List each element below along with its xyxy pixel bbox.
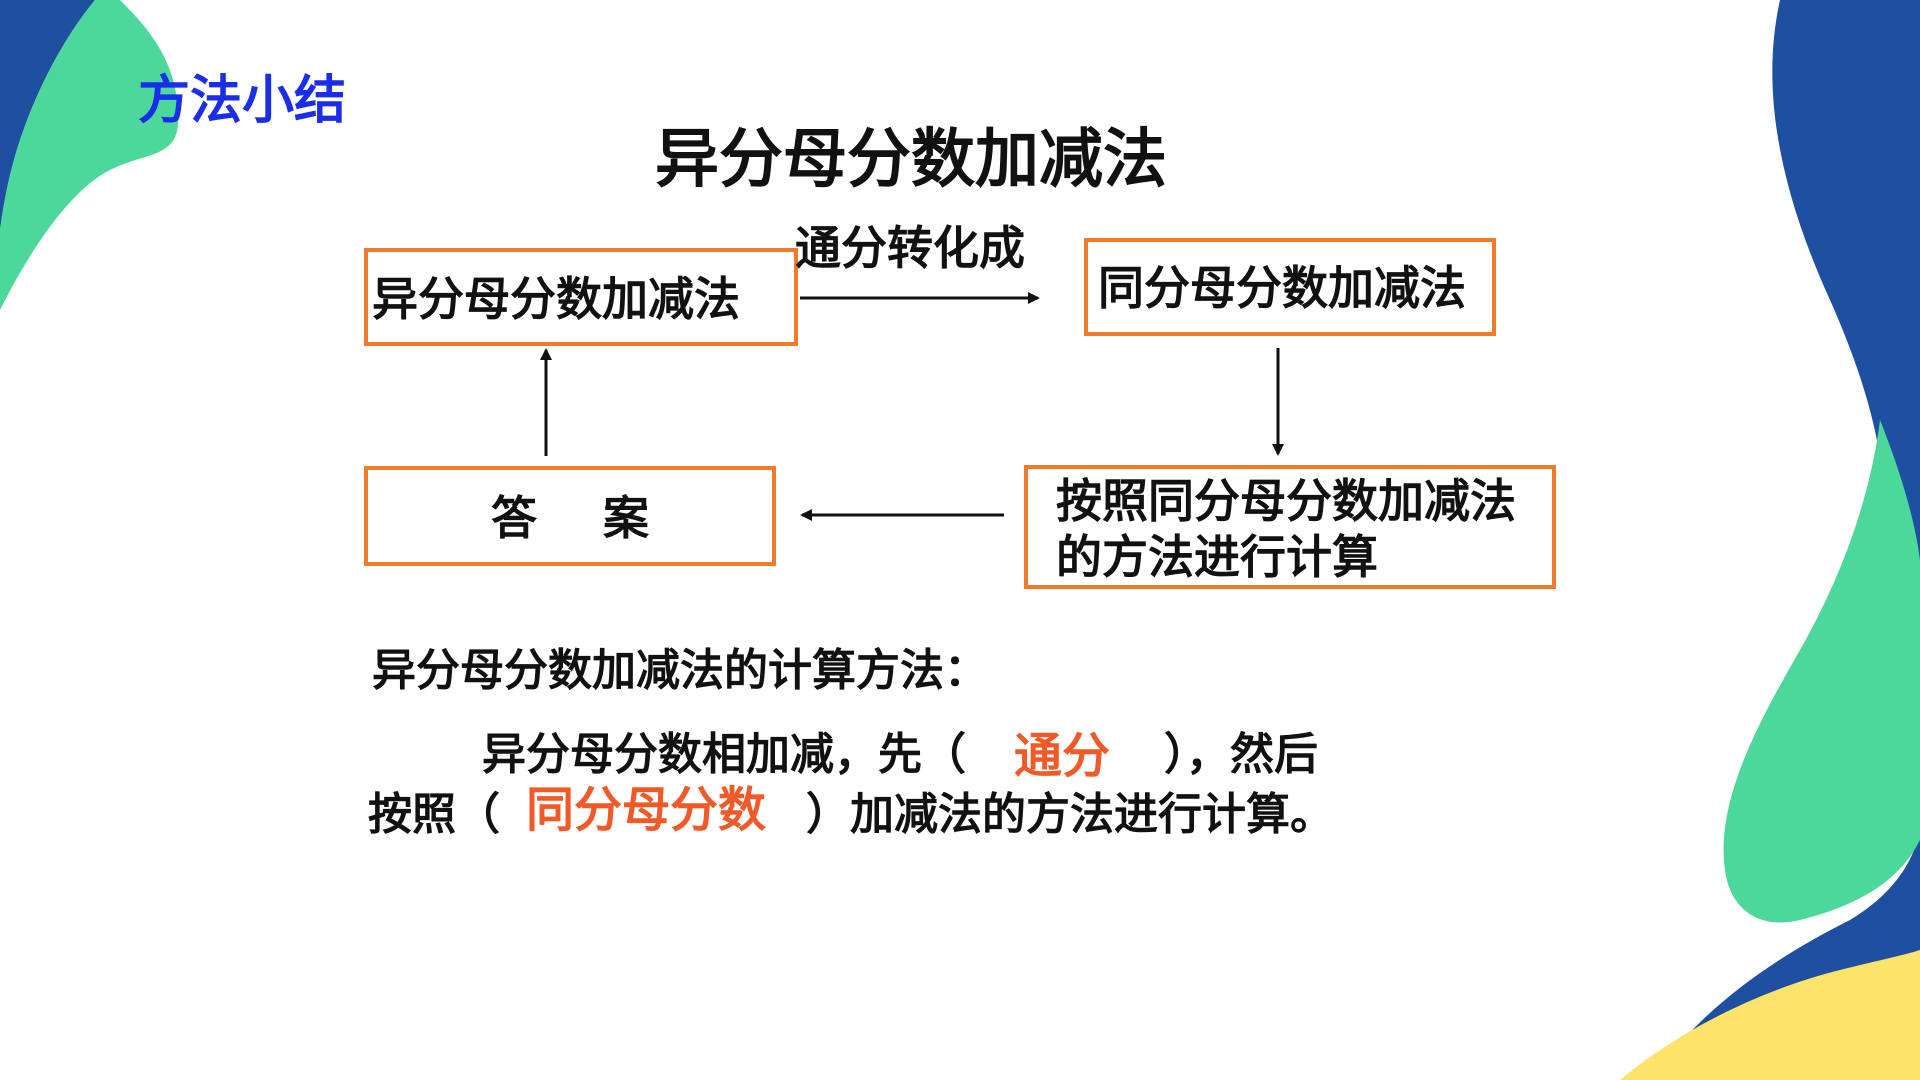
method-blank-answer-2: 同分母分数 [526, 782, 767, 838]
method-line1-part1: 异分母分数相加减，先（ [482, 729, 966, 780]
flow-box-answer-text: 答案 [491, 491, 715, 545]
right-green-shape [1723, 420, 1920, 923]
flow-box-like-denominators: 同分母分数加减法 [1084, 238, 1496, 336]
flow-box-calculate: 按照同分母分数加减法 的方法进行计算 [1024, 465, 1556, 589]
method-line2-part2: ）加减法的方法进行计算。 [806, 789, 1334, 840]
method-line1-part2: ），然后 [1164, 729, 1318, 780]
flow-box-calculate-text: 按照同分母分数加减法 的方法进行计算 [1056, 473, 1516, 585]
method-heading: 异分母分数加减法的计算方法： [372, 645, 988, 696]
section-label: 方法小结 [138, 71, 347, 131]
method-line2-part1: 按照（ [368, 789, 500, 840]
right-blue-shape [1650, 0, 1920, 1080]
flow-box-calculate-line2: 的方法进行计算 [1056, 530, 1378, 584]
page-title: 异分母分数加减法 [655, 123, 1167, 197]
flow-arrow-label: 通分转化成 [795, 221, 1025, 275]
flow-box-unlike-denominators-text: 异分母分数加减法 [372, 272, 740, 326]
bottom-right-yellow-shape [1620, 950, 1920, 1080]
flow-box-like-denominators-text: 同分母分数加减法 [1098, 261, 1466, 315]
top-left-green-shape [0, 0, 179, 310]
method-blank-answer-1: 通分 [1014, 728, 1111, 784]
flow-box-answer: 答案 [364, 466, 776, 566]
flow-box-calculate-line1: 按照同分母分数加减法 [1056, 474, 1516, 528]
top-left-blue-shape [0, 0, 95, 230]
flow-box-unlike-denominators: 异分母分数加减法 [364, 248, 798, 346]
